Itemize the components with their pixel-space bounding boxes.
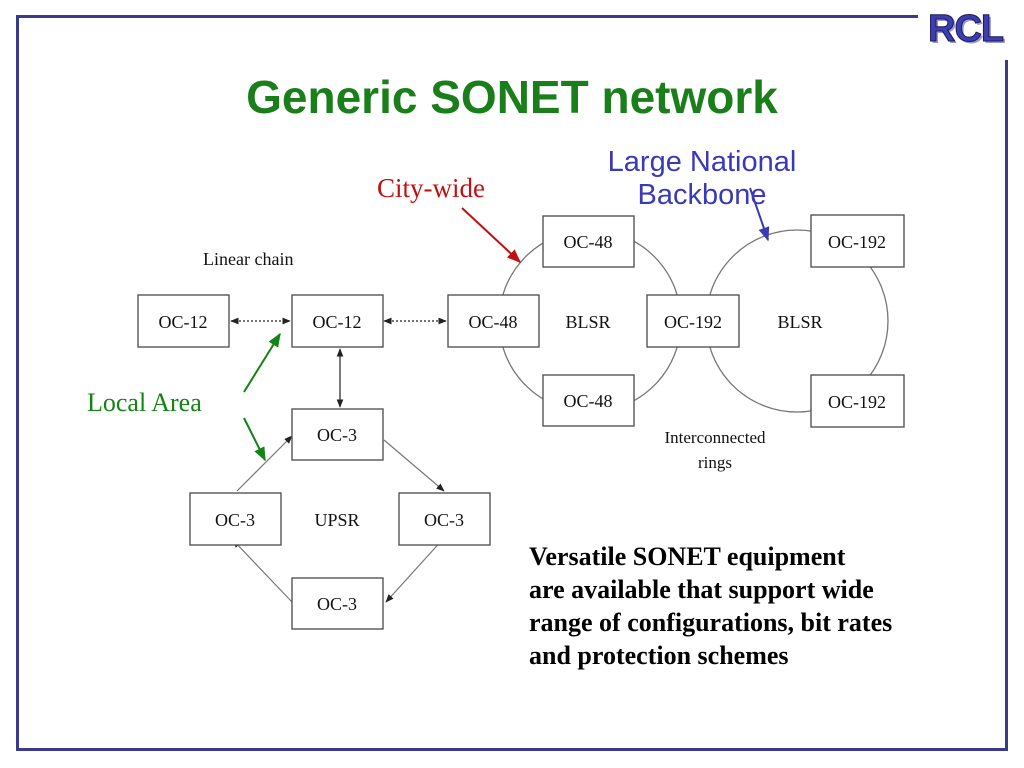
node-label: OC-48 [564,391,613,411]
backbone-callout-line-1: Large National [607,146,797,178]
node-oc192-top: OC-192 [810,214,905,268]
node-oc192-shared: OC-192 [646,294,740,348]
local-callout: Local Area [87,388,202,417]
upsr-link-left-top [236,435,293,492]
frame-left [16,15,19,751]
blsr-right-label: BLSR [777,312,822,332]
node-oc48-bottom: OC-48 [542,374,635,427]
interconnected-label-line-2: rings [698,453,732,472]
upsr-link-bottom-left [232,539,293,603]
node-label: OC-48 [469,312,518,332]
linear-chain-label: Linear chain [203,249,293,269]
versatile-equipment-note: Versatile SONET equipment are available … [529,540,1019,672]
frame-bottom [16,748,1008,751]
node-oc12-left: OC-12 [137,294,230,348]
note-line-4: and protection schemes [529,641,789,670]
node-label: OC-3 [424,510,464,530]
interconnected-label-line-1: Interconnected [665,428,766,447]
upsr-link-top-right [383,439,445,492]
node-label: OC-192 [828,232,886,252]
node-oc3-top: OC-3 [291,408,384,461]
blsr-left-label: BLSR [565,312,610,332]
node-label: OC-3 [317,594,357,614]
local-callout-arrow-up [243,332,281,393]
local-callout-arrow-down [243,417,266,462]
note-line-3: range of configurations, bit rates [529,608,893,637]
city-callout-arrow [461,207,522,263]
upsr-link-right-bottom [385,537,445,603]
node-label: OC-3 [317,425,357,445]
rcl-logo: RCL [927,8,1004,51]
backbone-callout: Large National Backbone [582,146,822,212]
node-oc192-bottom: OC-192 [810,374,905,428]
backbone-callout-line-2: Backbone [637,179,767,211]
node-oc48-top: OC-48 [542,215,635,268]
note-line-1: Versatile SONET equipment [529,542,846,571]
node-label: OC-48 [564,232,613,252]
upsr-label: UPSR [314,510,359,530]
node-oc3-left: OC-3 [189,492,282,546]
node-label: OC-12 [313,312,362,332]
note-line-2: are available that support wide [529,575,874,604]
backbone-callout-arrow [749,187,770,242]
node-oc48-left: OC-48 [447,294,540,348]
node-oc12-right: OC-12 [291,294,384,348]
node-label: OC-12 [159,312,208,332]
node-label: OC-192 [828,392,886,412]
node-label: OC-3 [215,510,255,530]
city-callout: City-wide [377,173,485,203]
frame-top [16,15,918,18]
node-label: OC-192 [664,312,722,332]
node-oc3-right: OC-3 [398,492,491,546]
slide-title: Generic SONET network [246,71,778,123]
node-oc3-bottom: OC-3 [291,577,384,630]
frame-right [1005,60,1008,751]
